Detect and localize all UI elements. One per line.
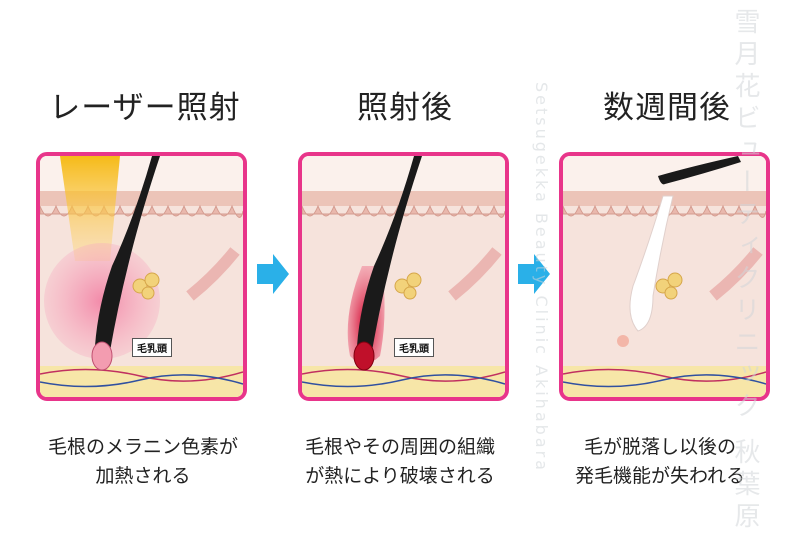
watermark-english: Setsugekka Beauty Clinic Akihabara xyxy=(532,82,551,473)
watermark-japanese: 雪月花ビューティクリニック 秋葉原 xyxy=(730,8,760,534)
panel-laser: 毛乳頭 xyxy=(36,152,247,401)
caption-line: 毛が脱落し以後の xyxy=(583,436,736,458)
caption-laser: 毛根のメラニン色素が 加熱される xyxy=(18,433,268,491)
arrow-right-icon xyxy=(257,254,289,294)
skin-diagram-weeks xyxy=(563,156,766,397)
caption-line: 加熱される xyxy=(95,465,191,487)
caption-line: 発毛機能が失われる xyxy=(574,465,746,487)
skin-diagram-after xyxy=(302,156,505,397)
caption-line: が熱により破壊される xyxy=(305,465,495,487)
dermal-papilla-label: 毛乳頭 xyxy=(394,338,434,357)
stage-title-weeks: 数週間後 xyxy=(603,90,731,126)
caption-after: 毛根やその周囲の組織 が熱により破壊される xyxy=(275,433,525,491)
caption-weeks: 毛が脱落し以後の 発毛機能が失われる xyxy=(535,433,785,491)
stage-title-laser: レーザー照射 xyxy=(49,90,241,126)
skin-diagram-laser xyxy=(40,156,243,397)
caption-line: 毛根やその周囲の組織 xyxy=(304,436,495,458)
arrow-right-icon xyxy=(518,254,550,294)
panel-weeks xyxy=(559,152,770,401)
dermal-papilla-label: 毛乳頭 xyxy=(132,338,172,357)
stage-title-after: 照射後 xyxy=(357,90,453,126)
caption-line: 毛根のメラニン色素が xyxy=(47,436,238,458)
panel-after: 毛乳頭 xyxy=(298,152,509,401)
